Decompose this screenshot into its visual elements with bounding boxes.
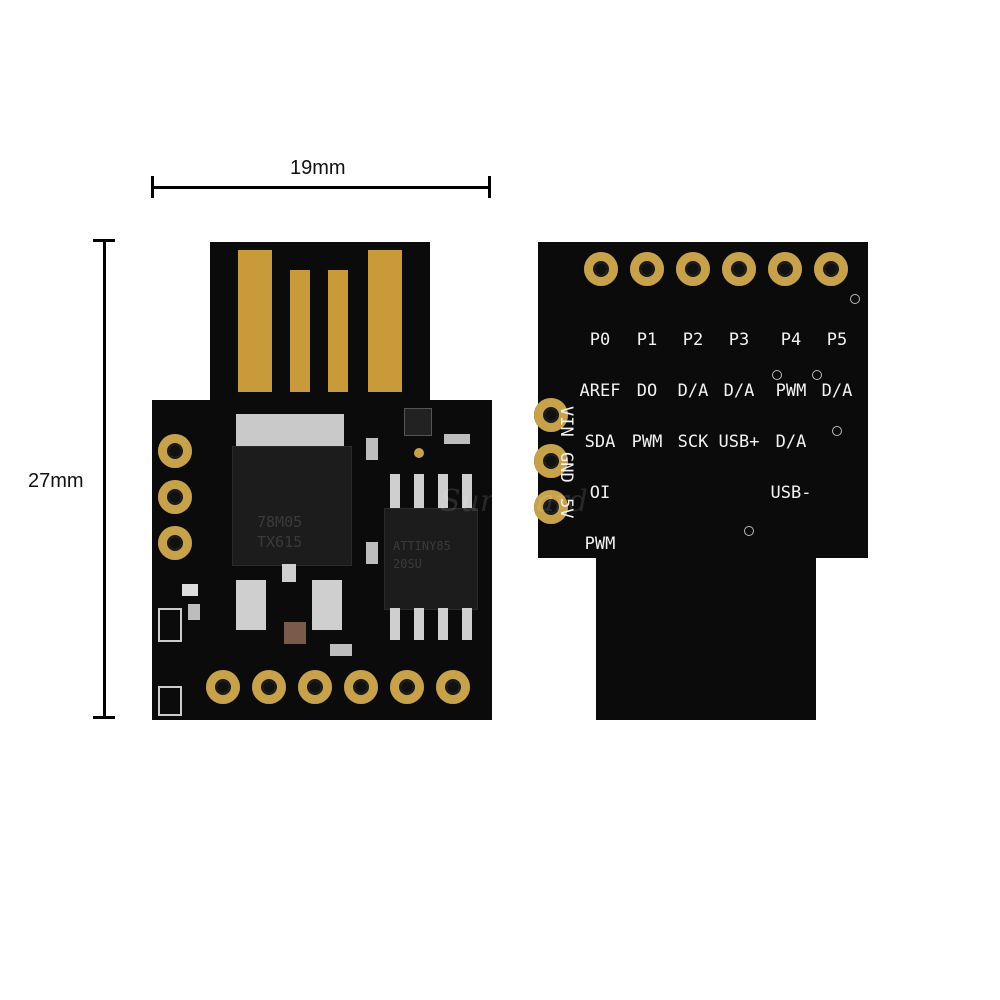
mcu-pin-top-2 xyxy=(414,474,424,508)
back-pad-p0 xyxy=(584,252,618,286)
pin-label-p0: P0 AREF SDA OI PWM xyxy=(572,298,628,587)
voltage-regulator: 78M05 TX615 xyxy=(232,446,352,566)
bottom-pad-6 xyxy=(436,670,470,704)
usb-contact-2 xyxy=(290,270,310,392)
regulator-line-1: 78M05 xyxy=(257,513,303,531)
bottom-pad-2 xyxy=(252,670,286,704)
height-dimension-tick-top xyxy=(93,239,115,242)
mcu-pin-bottom-4 xyxy=(462,608,472,640)
via-5 xyxy=(850,294,860,304)
back-pad-p2 xyxy=(676,252,710,286)
height-dimension-line xyxy=(103,240,106,718)
power-label-vin: VIN xyxy=(556,406,576,437)
back-board-body xyxy=(538,242,868,558)
mcu-line-2: 20SU xyxy=(393,557,422,571)
pin-label-p5: P5 D/A xyxy=(814,298,860,434)
left-pad-3 xyxy=(158,526,192,560)
small-part-2 xyxy=(158,608,182,642)
via-4 xyxy=(744,526,754,536)
left-pad-2 xyxy=(158,480,192,514)
pin-fn-p3-2: USB+ xyxy=(718,432,760,452)
regulator-lead-right xyxy=(312,580,342,630)
usb-contact-1 xyxy=(238,250,272,392)
height-dimension-tick-bottom xyxy=(93,716,115,719)
via-2 xyxy=(812,370,822,380)
pin-name-p0: P0 xyxy=(589,330,611,350)
mcu-pin-bottom-2 xyxy=(414,608,424,640)
back-usb-tongue xyxy=(596,554,816,720)
back-pad-p4 xyxy=(768,252,802,286)
pin-name-p4: P4 xyxy=(780,330,802,350)
mcu-pin-bottom-3 xyxy=(438,608,448,640)
bottom-pad-5 xyxy=(390,670,424,704)
width-dimension-tick-right xyxy=(488,176,491,198)
bottom-pad-1 xyxy=(206,670,240,704)
pin-fn-p1-1: DO xyxy=(636,381,658,401)
power-pad-vin xyxy=(534,398,568,432)
mcu-pin-bottom-1 xyxy=(390,608,400,640)
resistor-1 xyxy=(444,434,470,444)
pin-name-p5: P5 xyxy=(826,330,848,350)
diode xyxy=(182,584,198,596)
width-dimension-tick-left xyxy=(151,176,154,198)
power-pad-5v xyxy=(534,490,568,524)
width-dimension-label: 19mm xyxy=(290,157,346,179)
pin-fn-p4-2: D/A xyxy=(775,432,807,452)
usb-contact-3 xyxy=(328,270,348,392)
led-component xyxy=(404,408,432,436)
pin-fn-p4-3: USB- xyxy=(770,483,812,503)
front-board: 78M05 TX615 ATTINY85 20SU xyxy=(152,242,492,720)
mcu-pin-top-3 xyxy=(438,474,448,508)
pin-fn-p1-2: PWM xyxy=(631,432,663,452)
via-1 xyxy=(772,370,782,380)
pin-name-p3: P3 xyxy=(728,330,750,350)
back-pad-p5 xyxy=(814,252,848,286)
pin-fn-p0-1: AREF xyxy=(579,381,621,401)
pin-fn-p3-1: D/A xyxy=(723,381,755,401)
regulator-lead-mid xyxy=(282,564,296,582)
width-dimension-line xyxy=(152,186,490,189)
pin-fn-p0-3: OI xyxy=(589,483,611,503)
regulator-line-2: TX615 xyxy=(257,533,303,551)
led-dot xyxy=(414,448,424,458)
power-pad-gnd xyxy=(534,444,568,478)
small-part-1 xyxy=(188,604,200,620)
pin-label-p4: P4 PWM D/A USB- xyxy=(768,298,814,536)
pin-fn-p2-2: SCK xyxy=(677,432,709,452)
pin-fn-p2-1: D/A xyxy=(677,381,709,401)
pin-fn-p4-1: PWM xyxy=(775,381,807,401)
regulator-lead-left xyxy=(236,580,266,630)
via-3 xyxy=(832,426,842,436)
height-dimension-label: 27mm xyxy=(28,470,84,492)
power-label-gnd: GND xyxy=(556,452,576,483)
mcu-pin-top-4 xyxy=(462,474,472,508)
usb-contact-4 xyxy=(368,250,402,392)
mcu-chip: ATTINY85 20SU xyxy=(384,508,478,610)
back-pad-p1 xyxy=(630,252,664,286)
bottom-pad-4 xyxy=(344,670,378,704)
pin-label-p2: P2 D/A SCK xyxy=(670,298,716,485)
resistor-3 xyxy=(366,542,378,564)
back-pad-p3 xyxy=(722,252,756,286)
resistor-2 xyxy=(366,438,378,460)
corner-pad xyxy=(158,686,182,716)
watermark: Sunboard xyxy=(440,484,588,519)
capacitor xyxy=(284,622,306,644)
bottom-pad-3 xyxy=(298,670,332,704)
pin-fn-p5-1: D/A xyxy=(821,381,853,401)
pin-label-p1: P1 DO PWM xyxy=(624,298,670,485)
mcu-pin-top-1 xyxy=(390,474,400,508)
pin-fn-p0-2: SDA xyxy=(584,432,616,452)
back-board: P0 AREF SDA OI PWM P1 DO PWM P2 D/A SCK … xyxy=(534,242,868,720)
mcu-line-1: ATTINY85 xyxy=(393,539,451,553)
pin-label-p3: P3 D/A USB+ xyxy=(716,298,762,485)
pin-name-p2: P2 xyxy=(682,330,704,350)
cap-small xyxy=(330,644,352,656)
left-pad-1 xyxy=(158,434,192,468)
pin-fn-p0-4: PWM xyxy=(584,534,616,554)
pin-name-p1: P1 xyxy=(636,330,658,350)
